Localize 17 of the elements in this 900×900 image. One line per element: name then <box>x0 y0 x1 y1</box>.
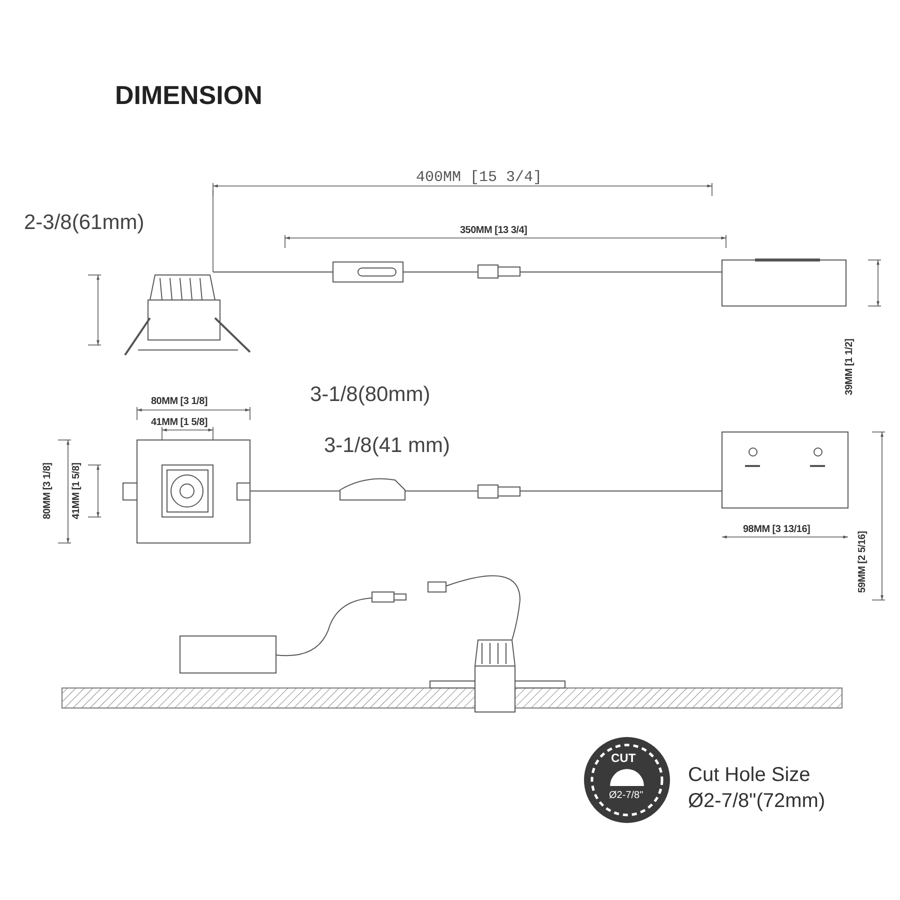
icon-text: CUT <box>611 752 636 764</box>
dimension-label: 59MM [2 5/16] <box>858 531 868 593</box>
title: DIMENSION <box>115 79 262 112</box>
dimension-label: 80MM [3 1/8] <box>43 462 54 520</box>
dimension-label: 41MM [1 5/8] <box>72 462 82 520</box>
caption-text: Ø2-7/8"(72mm) <box>688 791 826 811</box>
icon-text: Ø2-7/8" <box>609 791 644 801</box>
dimension-label: 3-1/8(80mm) <box>310 384 430 405</box>
dimension-label: 41MM [1 5/8] <box>151 418 208 428</box>
dimension-label: 80MM [3 1/8] <box>151 397 208 407</box>
dimension-label: 400MM [15 3/4] <box>416 170 542 185</box>
dimension-label: 3-1/8(41 mm) <box>324 435 450 456</box>
dimension-label: 350MM [13 3/4] <box>460 226 528 236</box>
dimension-label: 2-3/8(61mm) <box>24 212 144 233</box>
dimension-label: 98MM [3 13/16] <box>743 525 810 535</box>
dimension-label: 39MM [1 1/2] <box>845 338 856 396</box>
caption-text: Cut Hole Size <box>688 765 810 785</box>
